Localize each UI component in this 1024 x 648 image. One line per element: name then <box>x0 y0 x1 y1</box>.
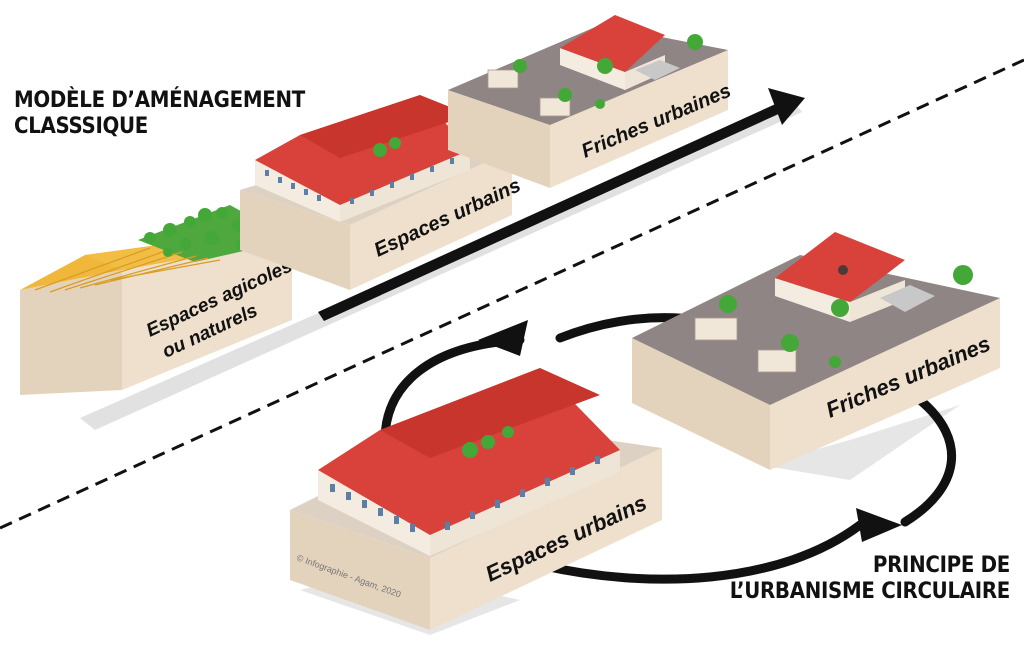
classic-block-brownfield: Friches urbaines <box>448 15 734 188</box>
cycle-arrowhead-top <box>478 320 528 356</box>
cycle-arrowhead-bottom <box>856 508 902 542</box>
circular-block-urban: Espaces urbains © Infographie - Agam, 20… <box>290 368 662 630</box>
